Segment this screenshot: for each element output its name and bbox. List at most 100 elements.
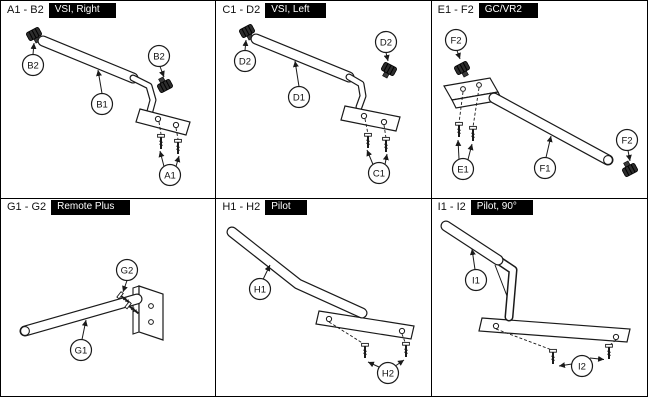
guide-dash: [472, 87, 480, 128]
callout-g2: G2: [115, 258, 139, 292]
panel-pilot-90: I1 - I2 Pilot, 90°: [431, 198, 647, 396]
callout-d1: D1: [288, 60, 311, 109]
bracket-arm: [129, 74, 157, 115]
panel-header: C1 - D2 VSI, Left: [216, 1, 430, 18]
callout-label: H1: [254, 284, 266, 295]
callout-g1: G1: [69, 319, 93, 361]
tube: [250, 33, 355, 83]
panel-id: E1 - F2: [437, 3, 474, 16]
mount-plate: [135, 108, 191, 136]
screw-icon: [402, 341, 411, 357]
callout-f2: F2: [444, 28, 467, 60]
panel-id: H1 - H2: [222, 201, 261, 213]
guide-dash: [175, 127, 179, 140]
callout-i2: I2: [558, 354, 604, 377]
callout-label: F2: [621, 135, 632, 146]
bend-bracket: [493, 255, 518, 321]
guide-dash: [401, 333, 406, 342]
screw-icon: [361, 342, 370, 358]
panel-pilot: H1 - H2 Pilot: [216, 198, 432, 396]
panel-art: D2 D2 D1 C1: [234, 24, 402, 185]
callout-label: E1: [457, 164, 469, 175]
panel-art: I1 I2: [440, 220, 631, 377]
panel-remote-plus: G1 - G2 Remote Plus: [1, 198, 217, 396]
callout-label: I1: [472, 275, 480, 286]
callout-label: G2: [121, 265, 134, 276]
panel-art: F2 F2 E1 F1: [442, 28, 638, 181]
panel-vsi-right: A1 - B2 VSI, Right: [1, 1, 217, 199]
tube: [440, 220, 504, 265]
panel-subtitle: Pilot, 90°: [470, 200, 533, 215]
screw-icon: [454, 121, 463, 137]
screw-icon: [382, 136, 391, 152]
panel-art: H1 H2: [226, 226, 416, 384]
screw-icon: [468, 125, 477, 141]
panel-id: G1 - G2: [7, 201, 47, 213]
callout-f1: F1: [533, 135, 556, 180]
callout-e1: E1: [451, 139, 474, 181]
callout-b2: B2: [21, 42, 45, 77]
knob-icon: [621, 160, 638, 177]
bracket-arm: [345, 73, 367, 111]
panel-id: C1 - D2: [222, 3, 261, 16]
panel-vsi-left: C1 - D2 VSI, Left: [216, 1, 432, 199]
panel-art: B2 B2 B1 A1: [21, 27, 191, 187]
callout-h2: H2: [368, 359, 405, 384]
callout-label: B2: [153, 51, 165, 62]
screw-icon: [604, 343, 613, 359]
callout-label: D1: [293, 92, 305, 103]
tube: [19, 293, 143, 336]
screw-icon: [364, 132, 373, 148]
screw-icon: [174, 138, 182, 154]
tube-open-end: [602, 155, 613, 165]
callout-label: I2: [578, 361, 586, 372]
callout-label: B1: [96, 99, 108, 110]
callout-b2: B2: [147, 44, 171, 78]
callout-i1: I1: [464, 248, 487, 291]
guide-dash: [158, 121, 162, 135]
panel-header: H1 - H2 Pilot: [216, 199, 430, 216]
mount-plate: [315, 309, 416, 340]
callout-label: C1: [373, 168, 385, 179]
guide-dash: [364, 118, 369, 135]
panel-gc-vr2: E1 - F2 GC/VR2: [431, 1, 647, 199]
callout-label: F1: [539, 163, 550, 174]
tube: [488, 92, 614, 166]
callout-label: A1: [164, 170, 176, 181]
knob-icon: [157, 76, 173, 93]
screw-icon: [157, 133, 165, 149]
panel-id: I1 - I2: [437, 201, 466, 213]
screw-icon: [548, 348, 557, 364]
mount-plate: [477, 316, 631, 343]
callout-f2: F2: [615, 128, 638, 162]
screw-icon: [124, 300, 140, 314]
callout-label: D2: [239, 56, 251, 67]
callout-h1: H1: [249, 264, 272, 300]
callout-label: D2: [380, 37, 392, 48]
mount-plate: [340, 105, 402, 132]
tube: [226, 226, 368, 318]
guide-dash: [383, 124, 387, 139]
callout-b1: B1: [90, 69, 114, 116]
panel-subtitle: GC/VR2: [478, 2, 538, 18]
callout-label: F2: [450, 35, 461, 46]
callout-label: G1: [75, 345, 88, 356]
guide-dash: [458, 91, 464, 124]
panel-art: G2 G1: [19, 258, 164, 361]
panel-header: I1 - I2 Pilot, 90°: [432, 199, 647, 216]
panel-header: G1 - G2 Remote Plus: [1, 199, 215, 216]
tube: [37, 35, 139, 84]
tube-open-end: [20, 325, 30, 336]
callout-c1: C1: [366, 149, 391, 185]
panel-header: A1 - B2 VSI, Right: [1, 1, 215, 18]
callout-label: H2: [382, 368, 394, 379]
knob-icon: [381, 62, 398, 79]
panel-subtitle: VSI, Left: [265, 2, 326, 18]
panel-id: A1 - B2: [7, 3, 44, 16]
knob-icon: [453, 61, 470, 78]
callout-d2: D2: [375, 30, 398, 62]
panel-header: E1 - F2 GC/VR2: [432, 1, 647, 18]
panel-subtitle: Pilot: [265, 200, 307, 215]
